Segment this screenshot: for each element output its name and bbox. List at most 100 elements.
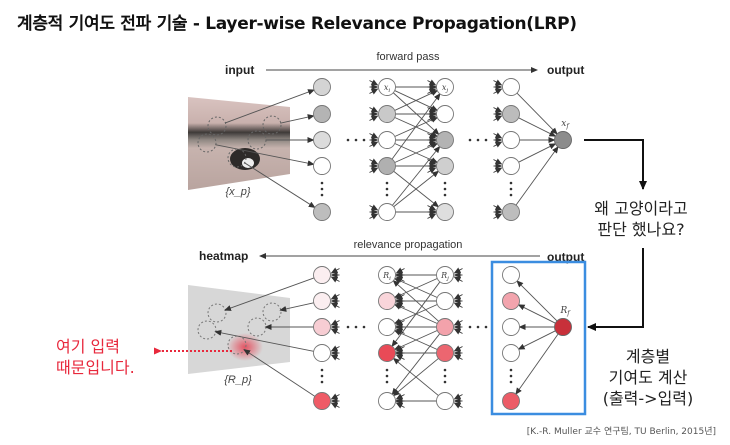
layer-line-1: 계층별 xyxy=(625,347,671,366)
forward-ellipsis-icon xyxy=(443,187,447,191)
relevance-output-neuron xyxy=(554,318,572,336)
relevance-neuron xyxy=(313,292,331,310)
forward-ellipsis-icon xyxy=(509,193,513,197)
relevance-neuron-stub xyxy=(330,345,340,352)
relevance-ellipsis-icon xyxy=(468,325,472,329)
forward-neuron xyxy=(502,157,520,175)
output-layer-highlight-box xyxy=(490,260,587,416)
relevance-ellipsis-icon xyxy=(320,374,324,378)
forward-ellipsis-icon xyxy=(385,187,389,191)
relevance-image-edge xyxy=(224,277,315,311)
relevance-neuron xyxy=(313,344,331,362)
relevance-ellipsis-icon xyxy=(484,325,488,329)
forward-neuron-stub xyxy=(493,213,503,220)
forward-neuron xyxy=(436,105,454,123)
forward-ellipsis-icon xyxy=(385,181,389,185)
forward-neuron xyxy=(378,157,396,175)
relevance-neuron xyxy=(436,392,454,410)
relevance-neuron-stub xyxy=(453,267,463,274)
relevance-ellipsis-icon xyxy=(362,325,366,329)
forward-output-edge xyxy=(516,92,558,135)
layer-relevance-text: 계층별 기여도 계산 (출력->입력) xyxy=(578,346,718,409)
forward-neuron xyxy=(378,203,396,221)
relevance-neuron xyxy=(436,344,454,362)
relevance-neuron xyxy=(502,392,520,410)
forward-neuron xyxy=(378,105,396,123)
forward-neuron-stub xyxy=(369,132,379,139)
relevance-neuron-stub xyxy=(330,276,340,283)
relevance-neuron-stub xyxy=(330,402,340,409)
forward-ellipsis-icon xyxy=(468,138,472,142)
layer-line-3: (출력->입력) xyxy=(602,389,694,408)
forward-ellipsis-icon xyxy=(476,138,480,142)
forward-output-edge xyxy=(518,143,557,163)
relevance-neuron xyxy=(436,318,454,336)
forward-neuron xyxy=(502,203,520,221)
relevance-ellipsis-icon xyxy=(346,325,350,329)
forward-neuron xyxy=(378,78,396,96)
relevance-neuron-stub xyxy=(395,402,405,409)
relevance-neuron xyxy=(502,292,520,310)
forward-node-label-j: xj xyxy=(442,83,449,94)
forward-neuron xyxy=(502,78,520,96)
forward-neuron-stub xyxy=(493,79,503,86)
relevance-image-edge xyxy=(214,329,314,352)
relevance-neuron xyxy=(313,266,331,284)
pixel-set-rp-label: {R_p} xyxy=(224,374,252,386)
relevance-neuron-stub xyxy=(453,276,463,283)
relevance-neuron-stub xyxy=(330,354,340,361)
forward-output-neuron xyxy=(554,131,572,149)
input-note-line-2: 때문입니다. xyxy=(56,358,135,377)
relevance-neuron-stub xyxy=(453,393,463,400)
forward-neuron-stub xyxy=(369,213,379,220)
forward-hidden-edge xyxy=(392,92,440,135)
forward-ellipsis-icon xyxy=(385,193,389,197)
forward-neuron-stub xyxy=(369,158,379,165)
relevance-ellipsis-icon xyxy=(385,380,389,384)
relevance-neuron-stub xyxy=(330,302,340,309)
relevance-neuron xyxy=(502,344,520,362)
layer-line-2: 기여도 계산 xyxy=(608,368,688,387)
forward-image-edge xyxy=(243,162,316,208)
forward-hidden-edge xyxy=(393,170,440,208)
question-line-2: 판단 했나요? xyxy=(597,220,685,239)
relevance-neuron-stub xyxy=(453,328,463,335)
relevance-neuron-stub xyxy=(453,345,463,352)
forward-output-label: output xyxy=(547,63,584,77)
relevance-image-edge xyxy=(279,302,314,312)
relevance-neuron-stub xyxy=(330,393,340,400)
input-note-text: 여기 입력 때문입니다. xyxy=(56,336,135,378)
relevance-node-label-out: Rf xyxy=(559,306,571,317)
forward-neuron xyxy=(502,131,520,149)
forward-neuron-stub xyxy=(427,141,437,148)
forward-neuron-stub xyxy=(493,132,503,139)
forward-neuron-stub xyxy=(493,88,503,95)
relevance-neuron xyxy=(436,292,454,310)
relevance-ellipsis-icon xyxy=(509,368,513,372)
output-to-question-arrow xyxy=(584,139,647,190)
forward-ellipsis-icon xyxy=(509,181,513,185)
forward-neuron-stub xyxy=(493,204,503,211)
relevance-output-edge xyxy=(515,333,559,395)
relevance-neuron xyxy=(313,392,331,410)
forward-output-edge xyxy=(518,117,557,137)
relevance-neuron xyxy=(378,318,396,336)
forward-ellipsis-icon xyxy=(346,138,350,142)
relevance-ellipsis-icon xyxy=(354,325,358,329)
forward-neuron xyxy=(436,157,454,175)
forward-image-edge xyxy=(215,144,315,167)
forward-ellipsis-icon xyxy=(354,138,358,142)
relevance-image-edge xyxy=(243,349,316,397)
relevance-neuron-stub xyxy=(453,319,463,326)
forward-neuron-stub xyxy=(369,204,379,211)
forward-neuron-stub xyxy=(369,141,379,148)
forward-ellipsis-icon xyxy=(443,181,447,185)
relevance-ellipsis-icon xyxy=(476,325,480,329)
relevance-ellipsis-icon xyxy=(443,380,447,384)
forward-output-edge xyxy=(515,146,559,206)
forward-ellipsis-icon xyxy=(320,187,324,191)
forward-neuron xyxy=(436,203,454,221)
